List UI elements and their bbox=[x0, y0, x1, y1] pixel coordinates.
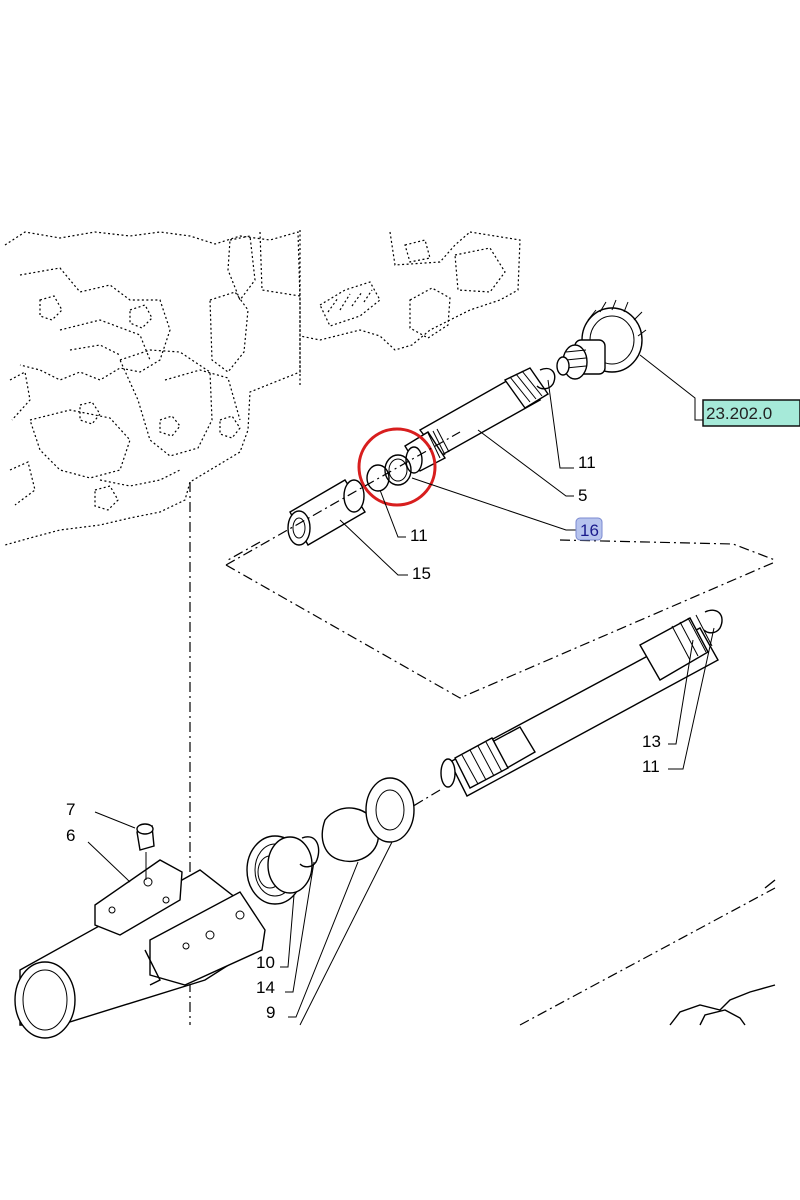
axis-line-lower bbox=[409, 789, 441, 809]
snap-ring-11-upper bbox=[536, 367, 556, 390]
label-16[interactable]: 16 bbox=[580, 521, 599, 540]
axis-line-upper bbox=[227, 541, 261, 561]
stud-7 bbox=[136, 823, 155, 880]
assembly-boundary-top bbox=[559, 539, 776, 561]
bottom-housing bbox=[14, 859, 266, 1039]
transmission-gear bbox=[556, 299, 647, 380]
sleeve-15 bbox=[287, 479, 366, 546]
callout-16-box bbox=[575, 517, 603, 541]
label-11-mid: 11 bbox=[410, 526, 428, 545]
label-5: 5 bbox=[578, 486, 587, 505]
lower-shaft bbox=[440, 614, 719, 797]
label-13: 13 bbox=[642, 732, 661, 751]
snap-ring-11-mid bbox=[366, 464, 390, 492]
snap-ring-14 bbox=[299, 836, 320, 868]
snap-ring-9 bbox=[321, 807, 380, 862]
axis-line-bottom bbox=[519, 887, 776, 1026]
assembly-boundary bbox=[225, 561, 776, 699]
leader-lines bbox=[87, 354, 715, 1026]
ring-16 bbox=[384, 454, 412, 486]
reference-box bbox=[702, 399, 800, 427]
label-6: 6 bbox=[66, 826, 75, 845]
reference-link[interactable]: 23.202.0 bbox=[706, 404, 772, 423]
snap-ring-13 bbox=[703, 609, 723, 634]
label-10: 10 bbox=[256, 953, 275, 972]
assembly-boundary-edge bbox=[225, 431, 461, 566]
seal bbox=[365, 777, 415, 843]
highlight-circle bbox=[357, 427, 437, 507]
bearing-10 bbox=[246, 835, 313, 905]
upper-shaft bbox=[404, 367, 549, 474]
bottom-right-housing bbox=[669, 879, 776, 1026]
label-15: 15 bbox=[412, 564, 431, 583]
label-14: 14 bbox=[256, 978, 275, 997]
label-9: 9 bbox=[266, 1003, 275, 1022]
label-7: 7 bbox=[66, 800, 75, 819]
label-11-lower: 11 bbox=[642, 757, 660, 776]
label-11-upper: 11 bbox=[578, 453, 596, 472]
ring-16-inner bbox=[388, 458, 408, 482]
transmission-housing bbox=[4, 230, 521, 546]
